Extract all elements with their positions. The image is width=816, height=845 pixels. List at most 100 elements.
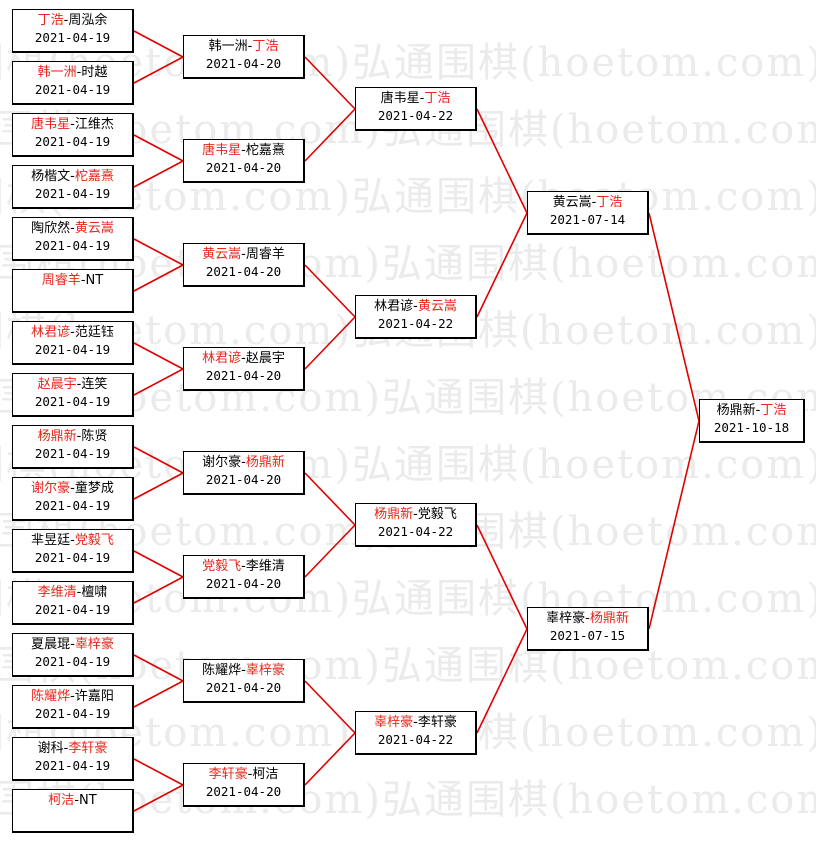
match-players: 周睿羊-NT [13, 272, 132, 289]
versus-separator: - [241, 351, 246, 366]
match-date: 2021-04-19 [34, 654, 111, 669]
connector-line [648, 420, 700, 630]
player-1-name: 韩一洲 [208, 39, 248, 54]
match-date: 2021-04-22 [377, 732, 454, 747]
connector-line [133, 472, 184, 500]
match-players: 林君谚-赵晨宇 [184, 350, 303, 367]
player-2-name: 丁浩 [760, 403, 787, 418]
match-players: 党毅飞-李维清 [184, 558, 303, 575]
match-date: 2021-04-20 [205, 680, 282, 695]
match-date: 2021-04-19 [34, 498, 111, 513]
match-date: 2021-04-19 [34, 186, 111, 201]
versus-separator: - [63, 13, 69, 28]
match-players: 韩一洲-丁浩 [184, 38, 303, 55]
match-date: 2021-04-19 [34, 758, 111, 773]
player-1-name: 陶欣然 [31, 221, 71, 236]
connector-line [304, 472, 356, 526]
versus-separator: - [591, 195, 597, 210]
versus-separator: - [80, 273, 86, 288]
player-2-name: 黄云嵩 [417, 299, 457, 314]
match-players: 黄云嵩-丁浩 [528, 194, 647, 211]
versus-separator: - [76, 377, 82, 392]
versus-separator: - [413, 715, 418, 730]
player-1-name: 芈昱廷 [31, 533, 71, 548]
player-1-name: 谢尔豪 [202, 455, 242, 470]
player-1-name: 谢科 [37, 741, 64, 756]
match-players: 唐韦星-丁浩 [356, 90, 475, 107]
player-1-name: 柯洁 [48, 793, 75, 808]
connector-line [304, 316, 356, 370]
match-players: 杨鼎新-党毅飞 [356, 506, 475, 523]
match-date: 2021-04-20 [205, 472, 282, 487]
match-players: 杨楷文-柁嘉熹 [13, 168, 132, 185]
match-players: 柯洁-NT [13, 792, 132, 809]
match-box-round-1: 周睿羊-NT [12, 269, 134, 313]
player-1-name: 陈耀烨 [31, 689, 71, 704]
match-date: 2021-04-19 [34, 342, 111, 357]
player-2-name: 柁嘉熹 [245, 143, 285, 158]
connector-line [133, 160, 184, 188]
versus-separator: - [70, 221, 75, 236]
player-2-name: 童梦成 [74, 481, 114, 496]
player-2-name: 许嘉阳 [74, 689, 114, 704]
player-1-name: 辜梓豪 [546, 611, 586, 626]
connector-line [304, 108, 356, 162]
player-2-name: 时越 [81, 65, 108, 80]
connector-line [304, 732, 356, 786]
versus-separator: - [419, 91, 425, 106]
player-1-name: 李轩豪 [208, 767, 248, 782]
connector-line [133, 446, 184, 474]
connector-line [304, 680, 356, 734]
match-players: 李维清-檀啸 [13, 584, 132, 601]
connector-line [133, 342, 184, 370]
player-1-name: 杨鼎新 [716, 403, 756, 418]
match-date: 2021-04-19 [34, 446, 111, 461]
player-2-name: 丁浩 [252, 39, 279, 54]
connector-line [304, 264, 356, 318]
match-players: 赵晨宇-连笑 [13, 376, 132, 393]
connector-line [133, 654, 184, 682]
player-1-name: 谢尔豪 [31, 481, 71, 496]
versus-separator: - [70, 533, 75, 548]
watermark-text: 弘通围棋(hoetom.com)弘通围棋(hoetom.com)弘通围棋 [0, 40, 816, 86]
player-1-name: 夏晨琨 [31, 637, 71, 652]
match-date: 2021-04-19 [34, 706, 111, 721]
versus-separator: - [241, 143, 246, 158]
connector-line [476, 212, 528, 318]
match-players: 谢科-李轩豪 [13, 740, 132, 757]
connector-line [304, 56, 356, 110]
player-1-name: 杨鼎新 [374, 507, 414, 522]
player-2-name: 丁浩 [596, 195, 623, 210]
match-date: 2021-04-20 [205, 576, 282, 591]
player-2-name: 辜梓豪 [74, 637, 114, 652]
watermark-text: 弘通围棋(hoetom.com)弘通围棋(hoetom.com)弘通围棋 [0, 643, 816, 689]
versus-separator: - [247, 767, 253, 782]
versus-separator: - [63, 741, 69, 756]
player-1-name: 赵晨宇 [37, 377, 77, 392]
match-box-round-1: 柯洁-NT [12, 789, 134, 833]
versus-separator: - [76, 429, 82, 444]
versus-separator: - [413, 299, 418, 314]
player-2-name: 周泓余 [68, 13, 108, 28]
versus-separator: - [70, 637, 75, 652]
match-players: 辜梓豪-李轩豪 [356, 714, 475, 731]
connector-line [133, 784, 184, 812]
versus-separator: - [241, 247, 246, 262]
player-1-name: 林君谚 [202, 351, 242, 366]
player-1-name: 黄云嵩 [202, 247, 242, 262]
connector-line [133, 30, 184, 58]
player-2-name: NT [79, 793, 97, 808]
connector-line [476, 108, 528, 214]
